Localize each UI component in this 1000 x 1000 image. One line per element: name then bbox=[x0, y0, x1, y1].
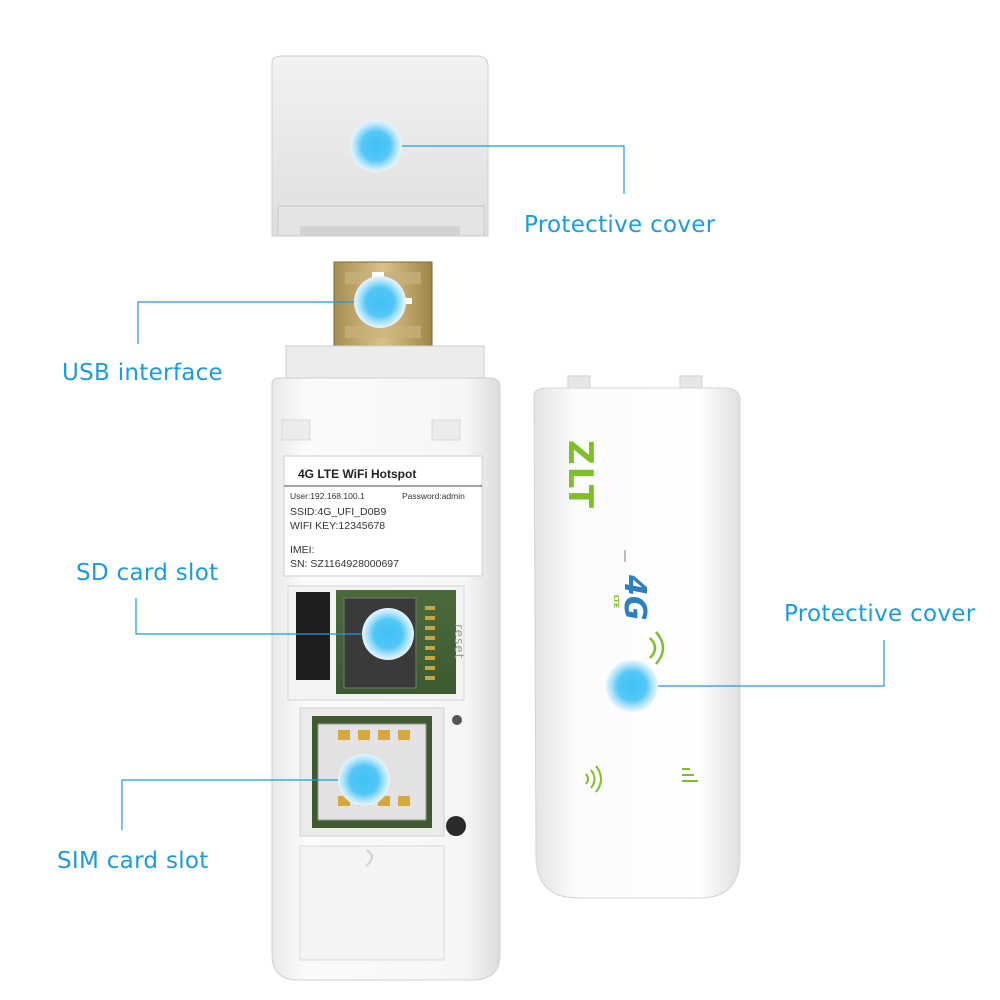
callout-dot-sim bbox=[338, 754, 390, 806]
label-protective-cover-right: Protective cover bbox=[784, 601, 976, 627]
sticker-serial-number: SN: SZ1164928000697 bbox=[290, 558, 399, 570]
reset-button-hole bbox=[446, 816, 466, 836]
leader-line-top-cover bbox=[376, 145, 625, 194]
network-badge: 4G bbox=[617, 575, 652, 621]
network-indicator-icon bbox=[682, 768, 698, 782]
sticker-ssid: SSID:4G_UFI_D0B9 bbox=[290, 506, 387, 518]
sticker-title: 4G LTE WiFi Hotspot bbox=[298, 467, 417, 481]
callout-dot-right-cover bbox=[606, 660, 658, 712]
callout-dot-sd bbox=[362, 608, 414, 660]
wifi-indicator-icon bbox=[585, 765, 602, 793]
sticker-password: Password:admin bbox=[402, 491, 465, 501]
brand-logo: ZLT bbox=[560, 440, 600, 510]
leader-line-sd bbox=[135, 598, 388, 635]
sticker-user: User:192.168.100.1 bbox=[290, 491, 365, 501]
leader-lines bbox=[121, 145, 885, 830]
network-badge-sub: LTE bbox=[612, 595, 620, 608]
signal-arcs-icon bbox=[649, 631, 665, 665]
leader-line-usb bbox=[137, 301, 380, 344]
sticker-imei: IMEI: bbox=[290, 544, 315, 556]
label-protective-cover-top: Protective cover bbox=[524, 212, 716, 238]
reset-label: reset bbox=[452, 624, 466, 660]
label-usb-interface: USB interface bbox=[62, 360, 224, 386]
callout-dot-top-cover bbox=[350, 120, 402, 172]
device-body bbox=[271, 345, 501, 981]
label-sd-card-slot: SD card slot bbox=[76, 560, 219, 586]
back-cover bbox=[533, 375, 741, 899]
callout-dot-usb bbox=[354, 276, 406, 328]
sticker-wifi-key: WIFI KEY:12345678 bbox=[290, 520, 386, 532]
label-sim-card-slot: SIM card slot bbox=[57, 848, 209, 874]
leader-line-right-cover bbox=[632, 640, 885, 687]
reset-pinhole bbox=[452, 715, 462, 725]
leader-line-sim bbox=[121, 779, 364, 830]
sd-contacts bbox=[425, 606, 435, 680]
